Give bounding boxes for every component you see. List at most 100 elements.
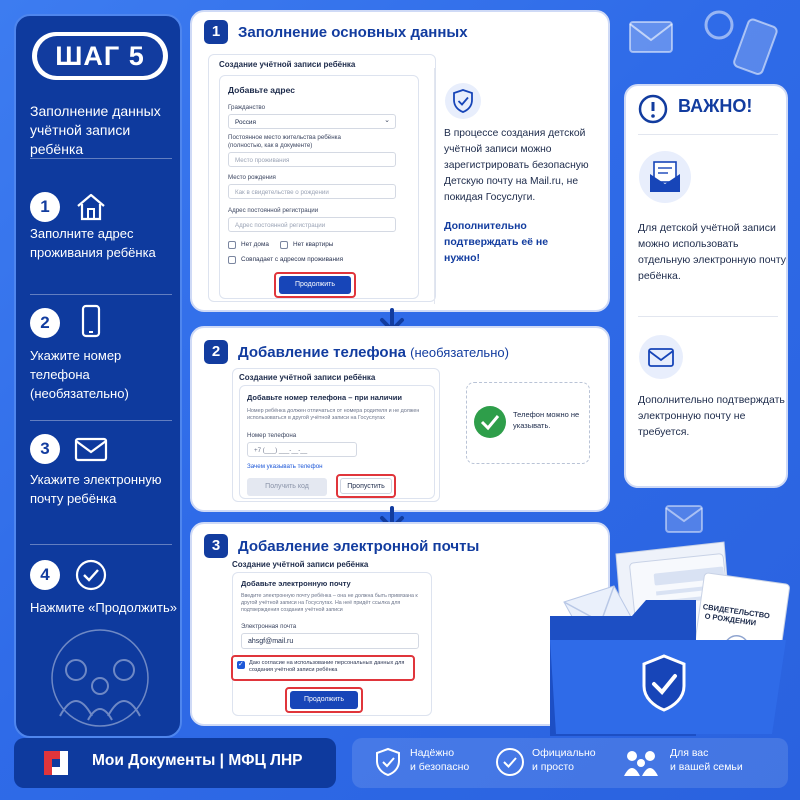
check-circle-icon [75,559,107,591]
consent-checkbox[interactable]: ✓ [237,661,245,669]
step-text: Укажите электронную почту ребёнка [30,472,162,506]
envelope-decoration-icon [629,21,673,53]
card-number: 1 [204,20,228,44]
field-label: Место рождения [228,174,276,181]
divider [30,158,172,159]
important-panel: ВАЖНО! Для детской учётной записи можно … [624,84,788,488]
form-title: Создание учётной записи ребёнка [219,60,356,69]
section-title: Добавьте номер телефона – при наличии [247,393,402,402]
important-text: Дополнительно подтверждать электронную п… [638,394,785,438]
envelope-letter-icon [639,151,691,203]
consent-label: Даю согласие на использование персональн… [249,660,405,673]
mfc-logo [44,751,68,775]
field-label: Номер телефона [247,432,297,439]
field-label: Адрес постоянной регистрации [228,207,319,214]
envelope-decoration-icon [665,505,703,533]
check-circle-icon [496,748,524,776]
envelope-icon [639,335,683,379]
email-step-card: 3 Добавление электронной почты Создание … [190,522,610,726]
same-address-checkbox[interactable] [228,256,236,264]
field-label: Электронная почта [241,623,297,630]
form-title: Создание учётной записи ребёнка [239,373,376,382]
no-house-checkbox[interactable] [228,241,236,249]
step-number: 1 [30,192,60,222]
card-title: Добавление электронной почты [238,538,480,555]
birthplace-input[interactable]: Как в свидетельстве о рождении [228,184,396,199]
card-title: Добавление телефона (необязательно) [238,344,509,361]
card-title: Заполнение основных данных [238,24,468,41]
email-form: Добавьте электронную почту Введите элект… [231,572,432,716]
card-number: 3 [204,534,228,558]
get-code-button[interactable]: Получить код [247,478,327,496]
highlight-frame [336,474,396,498]
step-number: 3 [30,434,60,464]
phone-decoration-icon [733,18,778,75]
residence-input[interactable]: Место проживания [228,152,396,167]
checkbox-label: Совпадает с адресом проживания [241,256,344,263]
no-flat-checkbox[interactable] [280,241,288,249]
phone-form-frame: Создание учётной записи ребёнка Добавьте… [232,368,440,502]
step-text: Заполните адрес проживания ребёнка [30,226,156,260]
steps-panel-title: Заполнение данных учётной записи ребёнка [30,103,161,157]
step-number: 4 [30,560,60,590]
important-text: Для детской учётной записи можно использ… [638,222,786,282]
info-text: В процессе создания детской учётной запи… [444,128,589,203]
checkmark-icon [474,406,506,438]
address-step-card: 1 Заполнение основных данных Создание уч… [190,10,610,312]
skip-button[interactable]: Пропустить [340,478,392,494]
brand-name: Мои Документы | МФЦ ЛНР [92,752,303,769]
section-title: Добавьте адрес [228,85,295,95]
phone-input[interactable]: +7 (___) ___-__-__ [247,442,357,457]
divider [638,134,778,135]
phone-optional-status: Телефон можно не указывать. [466,382,590,464]
section-title: Добавьте электронную почту [241,579,351,588]
address-form: Добавьте адрес Гражданство Россия⌄ Посто… [219,75,419,299]
divider [30,294,172,295]
check-icon: ✓ [238,661,244,668]
phone-step-card: 2 Добавление телефона (необязательно) Со… [190,326,610,512]
divider [638,316,778,317]
divider [434,68,435,304]
field-label: Гражданство [228,104,266,111]
exclamation-icon [638,94,668,124]
checkbox-label: Нет дома [241,241,269,248]
why-phone-link[interactable]: Зачем указывать телефон [247,463,323,470]
envelope-icon [74,437,108,462]
chevron-down-icon: ⌄ [384,117,390,124]
brand-bar: Мои Документы | МФЦ ЛНР [14,738,336,788]
divider [30,420,172,421]
shield-check-icon [376,747,400,777]
status-text: Телефон можно не указывать. [513,410,580,430]
step-text: Укажите номер телефона (необязательно) [30,348,129,401]
form-title: Создание учётной записи ребёнка [232,560,369,569]
email-form-frame: Создание учётной записи ребёнка Добавьте… [228,558,434,720]
field-label: Постоянное место жительства ребёнка (пол… [228,134,341,149]
highlight-frame [285,687,363,713]
home-icon [77,193,105,221]
shield-check-icon [445,83,481,119]
hint-text: Введите электронную почту ребёнка – она … [241,593,418,613]
registration-input[interactable]: Адрес постоянной регистрации [228,217,396,232]
email-input[interactable]: ahsgf@mail.ru [241,633,419,649]
continue-button[interactable]: Продолжить [279,276,351,294]
highlight-frame [231,655,415,681]
continue-button[interactable]: Продолжить [290,691,358,709]
citizenship-select[interactable]: Россия⌄ [228,114,396,129]
family-icon [624,751,658,776]
chat-decoration-icon [704,10,734,40]
info-bold-text: Дополнительно подтверждать её не нужно! [444,220,549,264]
step-number: 2 [30,308,60,338]
steps-panel: ШАГ 5 Заполнение данных учётной записи р… [14,14,182,738]
phone-icon [81,304,101,338]
card-number: 2 [204,340,228,364]
step-badge: ШАГ 5 [32,32,168,80]
highlight-frame [274,272,356,298]
documents-folder-illustration [550,541,790,736]
phone-form: Добавьте номер телефона – при наличии Но… [239,385,435,499]
important-title: ВАЖНО! [678,96,753,116]
checkbox-label: Нет квартиры [293,241,334,248]
